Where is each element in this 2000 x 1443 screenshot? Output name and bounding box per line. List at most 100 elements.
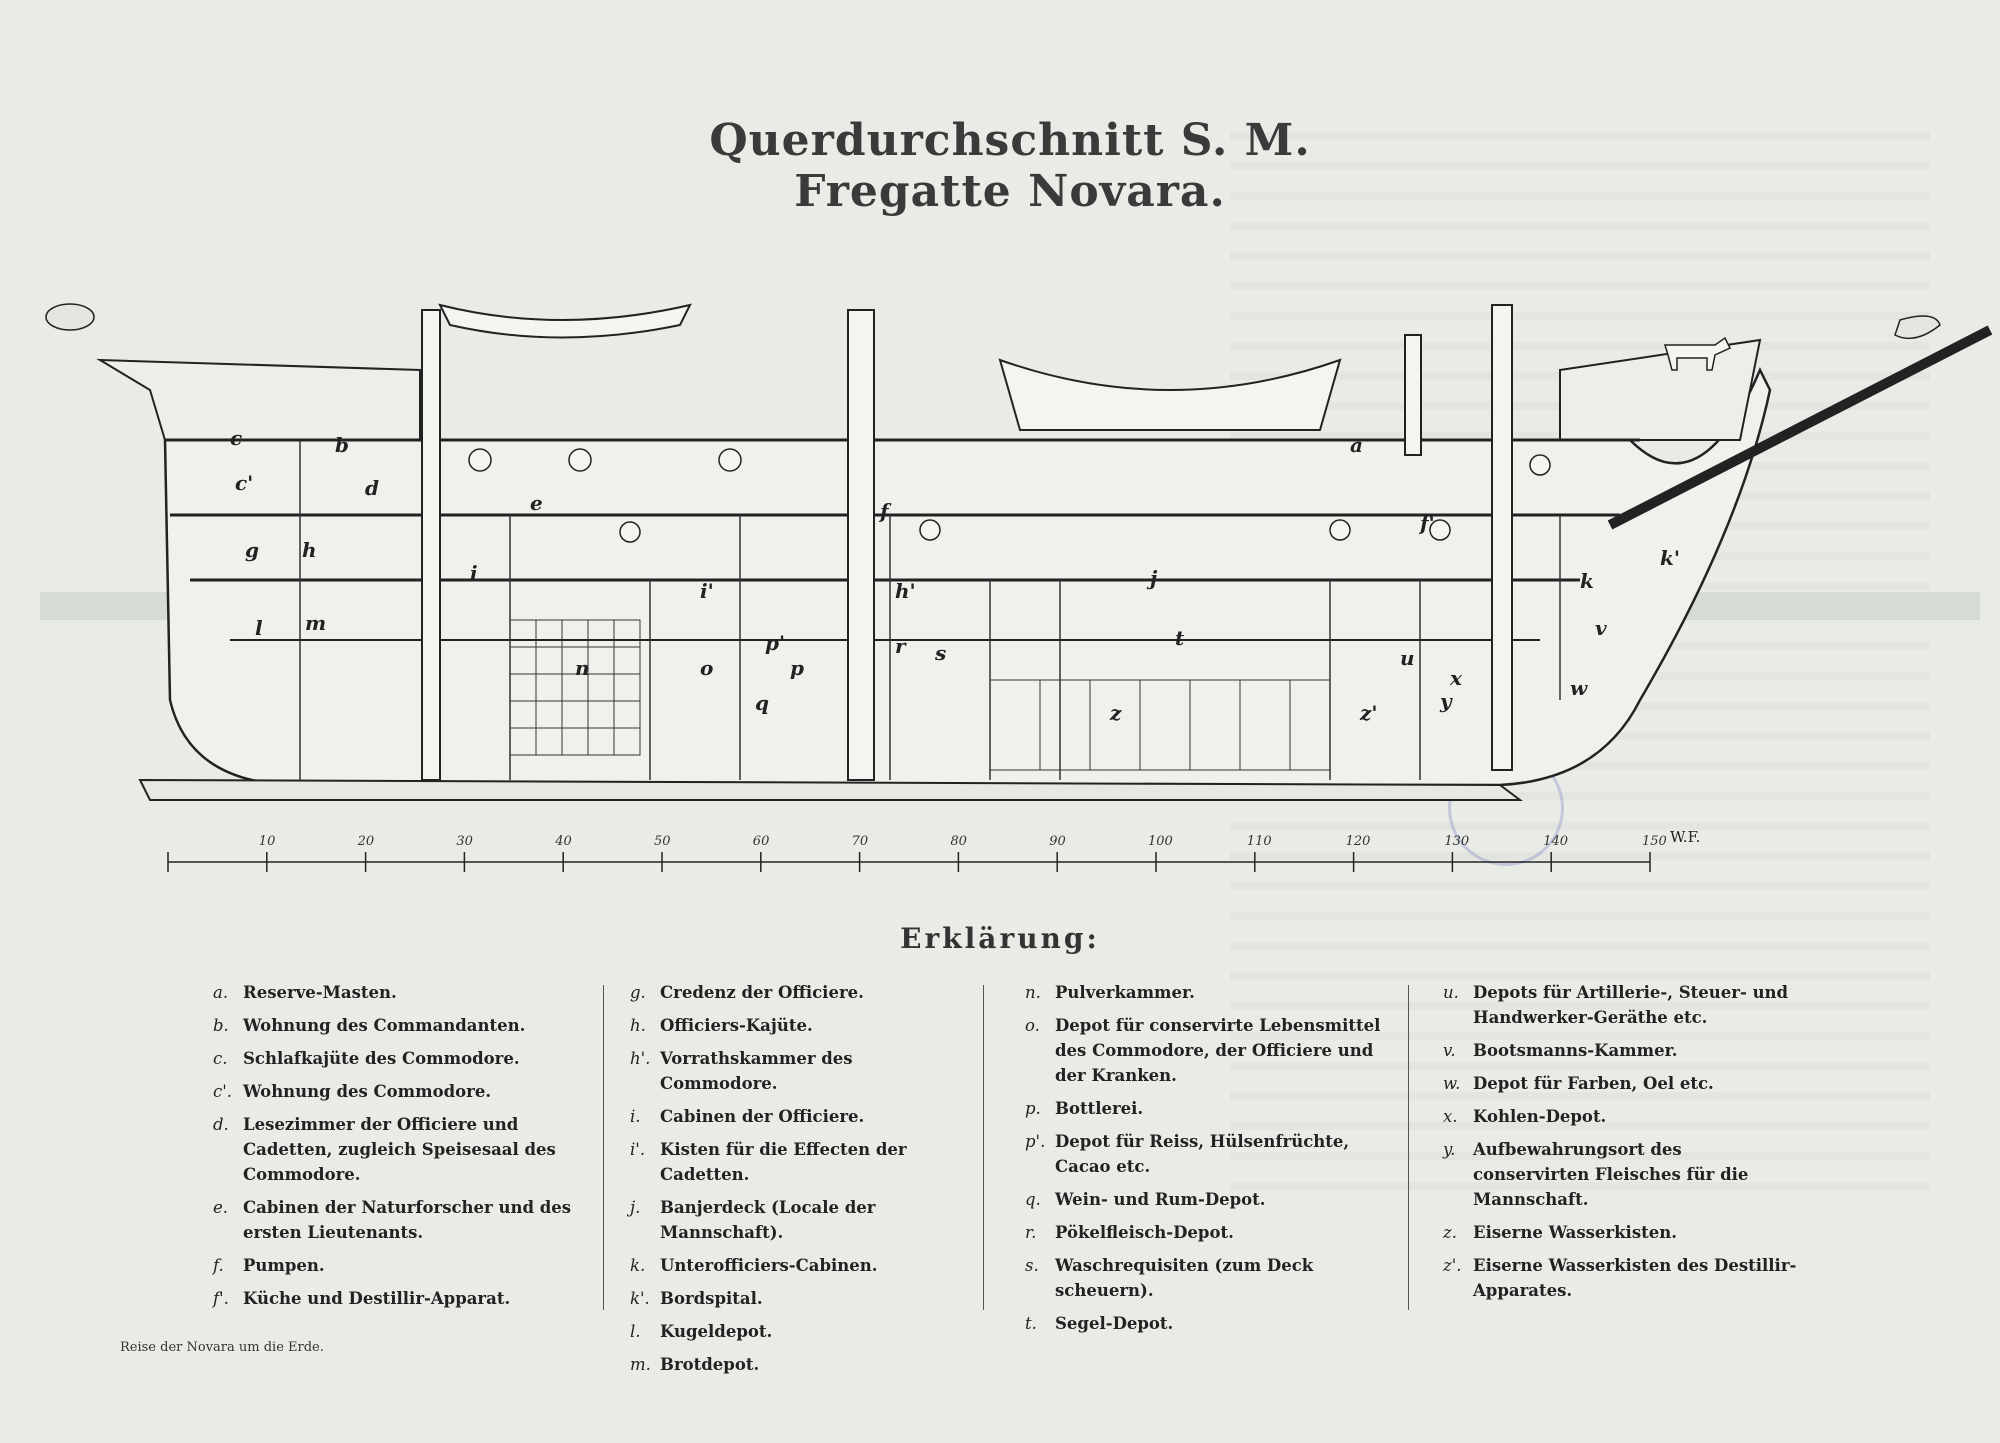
legend-item: n.Pulverkammer. [1025, 980, 1390, 1005]
legend-description: Aufbewahrungsort des conservirten Fleisc… [1473, 1140, 1749, 1209]
stern-lantern-icon [45, 303, 95, 331]
compartment-label: s [934, 641, 946, 665]
legend-key: p'. [1025, 1132, 1046, 1151]
scale-unit-label: W.F. [1670, 828, 1700, 846]
compartment-label: g [245, 538, 259, 562]
legend-column-3: n.Pulverkammer. o.Depot für conservirte L… [1025, 980, 1390, 1344]
legend-item: o.Depot für conservirte Lebensmittel des… [1025, 1013, 1390, 1088]
legend-heading: Erklärung: [900, 922, 1100, 955]
compartment-label: n [575, 656, 590, 680]
legend-description: Pumpen. [243, 1256, 325, 1275]
legend-description: Depot für Farben, Oel etc. [1473, 1074, 1714, 1093]
legend-key: s. [1025, 1256, 1039, 1275]
legend-item: i'. Kisten für die Effecten der Cadetten. [630, 1137, 970, 1187]
footer-caption: Reise der Novara um die Erde. [120, 1340, 324, 1355]
legend-item: p.Bottlerei. [1025, 1096, 1390, 1121]
legend-key: z'. [1443, 1256, 1462, 1275]
compartment-label: r [895, 634, 907, 658]
legend-item: e.Cabinen der Naturforscher und des erst… [213, 1195, 573, 1245]
legend-key: o. [1025, 1016, 1040, 1035]
legend-item: k'. Bordspital. [630, 1286, 970, 1311]
legend-description: Kisten für die Effecten der Cadetten. [660, 1140, 907, 1184]
legend-description: Waschrequisiten (zum Deck scheuern). [1055, 1256, 1314, 1300]
legend-key: l. [630, 1322, 641, 1341]
legend-item: a.Reserve-Masten. [213, 980, 573, 1005]
bow-castle [1559, 338, 1762, 441]
legend-key: t. [1025, 1314, 1037, 1333]
legend-item: d.Lesezimmer der Officiere und Cadetten,… [213, 1112, 573, 1187]
scale-tick-label: 110 [1247, 834, 1272, 849]
legend-item: u.Depots für Artillerie-, Steuer- und Ha… [1443, 980, 1803, 1030]
legend-item: z'.Eiserne Wasserkisten des Destillir-Ap… [1443, 1253, 1803, 1303]
legend-description: Segel-Depot. [1055, 1314, 1174, 1333]
legend-item: x.Kohlen-Depot. [1443, 1104, 1803, 1129]
powder-room-grid [509, 619, 641, 756]
legend-column-4: u.Depots für Artillerie-, Steuer- und Ha… [1443, 980, 1803, 1311]
legend-description: Vorrathskammer des Commodore. [660, 1049, 853, 1093]
compartment-label: p [790, 656, 804, 680]
legend-description: Bootsmanns-Kammer. [1473, 1041, 1678, 1060]
legend-item: c'. Wohnung des Commodore. [213, 1079, 573, 1104]
legend-key: q. [1025, 1190, 1041, 1209]
compartment-label: e [530, 491, 543, 515]
compartment-label: x [1449, 666, 1463, 690]
legend-divider [603, 985, 604, 1310]
legend-key: p. [1025, 1099, 1041, 1118]
legend-key: m. [630, 1355, 651, 1374]
legend-item: y. Aufbewahrungsort des conservirten Flei… [1443, 1137, 1803, 1212]
fore-mast [1491, 304, 1513, 771]
legend-key: r. [1025, 1223, 1037, 1242]
legend-description: Bordspital. [660, 1289, 763, 1308]
legend-key: k'. [630, 1289, 650, 1308]
legend-key: b. [213, 1016, 229, 1035]
legend-description: Pökelfleisch-Depot. [1055, 1223, 1234, 1242]
legend-key: f'. [213, 1289, 229, 1308]
compartment-label: q [755, 691, 769, 715]
legend-item: k.Unterofficiers-Cabinen. [630, 1253, 970, 1278]
legend-key: c. [213, 1049, 228, 1068]
legend-column-1: a.Reserve-Masten.b.Wohnung des Commandan… [213, 980, 573, 1319]
legend-item: w. Depot für Farben, Oel etc. [1443, 1071, 1803, 1096]
legend-item: c.Schlafkajüte des Commodore. [213, 1046, 573, 1071]
compartment-label: h' [895, 579, 916, 603]
scale-tick-label: 140 [1543, 834, 1568, 849]
cannons [468, 448, 1551, 543]
compartment-label: b [335, 433, 349, 457]
legend-description: Kugeldepot. [660, 1322, 773, 1341]
scale-tick-label: 50 [654, 834, 671, 849]
bowsprit [1607, 325, 1993, 530]
compartment-label: p' [765, 631, 785, 655]
legend-key: y. [1443, 1140, 1456, 1159]
legend-divider [983, 985, 984, 1310]
compartment-label: w [1570, 676, 1588, 700]
legend-key: e. [213, 1198, 229, 1217]
legend-item: i.Cabinen der Officiere. [630, 1104, 970, 1129]
legend-key: c'. [213, 1082, 233, 1101]
ship-boat [438, 303, 692, 339]
legend-description: Wein- und Rum-Depot. [1055, 1190, 1266, 1209]
legend-key: w. [1443, 1074, 1461, 1093]
legend-item: f'.Küche und Destillir-Apparat. [213, 1286, 573, 1311]
legend-item: l. Kugeldepot. [630, 1319, 970, 1344]
compartment-label: v [1595, 616, 1607, 640]
compartment-label: a [1350, 433, 1363, 457]
compartment-label: z [1109, 701, 1122, 725]
legend-item: h'.Vorrathskammer des Commodore. [630, 1046, 970, 1096]
legend-item: r. Pökelfleisch-Depot. [1025, 1220, 1390, 1245]
compartment-label: l [255, 616, 263, 640]
legend-column-2: g.Credenz der Officiere.h.Officiers-Kajü… [630, 980, 970, 1385]
compartment-label: h [302, 538, 317, 562]
legend-description: Wohnung des Commodore. [243, 1082, 492, 1101]
scale-tick-label: 30 [456, 834, 473, 849]
legend-description: Credenz der Officiere. [660, 983, 864, 1002]
figurehead-icon [1894, 315, 1941, 340]
legend-key: z. [1443, 1223, 1457, 1242]
compartment-label: i [470, 561, 478, 585]
legend-description: Depots für Artillerie-, Steuer- und Hand… [1473, 983, 1789, 1027]
legend-key: i'. [630, 1140, 646, 1159]
scale-tick-label: 60 [753, 834, 770, 849]
reserve-masts-boat [998, 358, 1342, 431]
legend-description: Pulverkammer. [1055, 983, 1195, 1002]
